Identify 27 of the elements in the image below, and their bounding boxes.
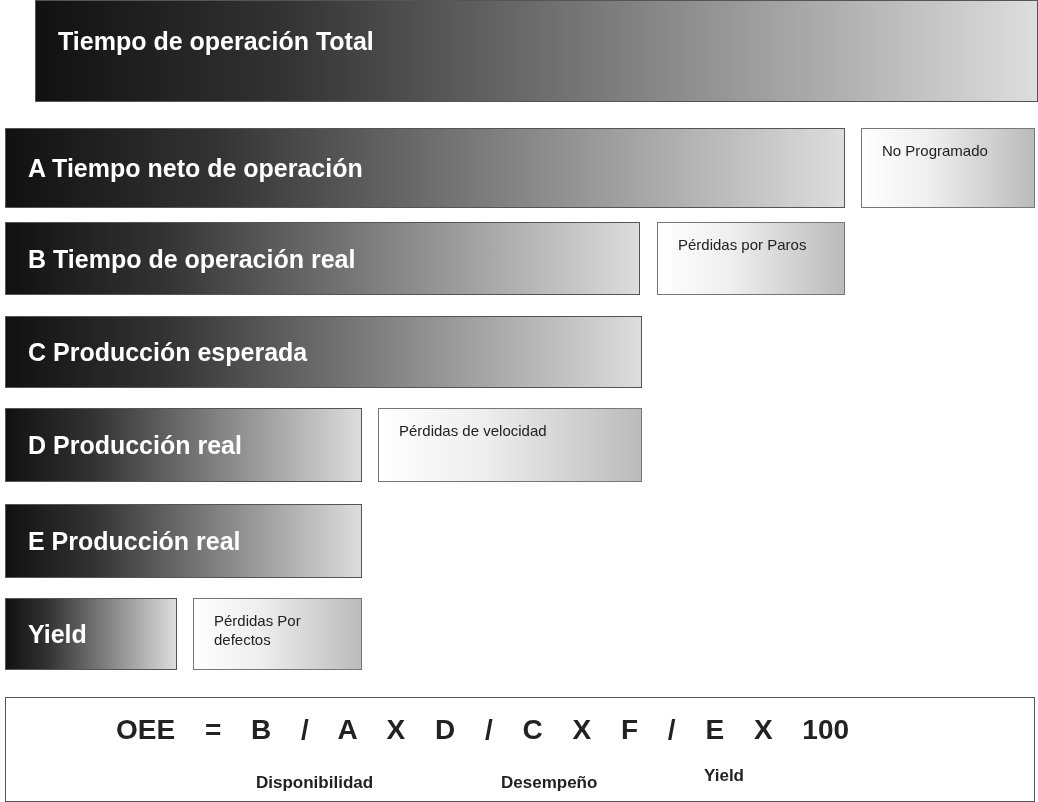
factor-label: Disponibilidad: [256, 773, 374, 793]
loss-label: No Programado: [882, 141, 989, 160]
factor-label: Yield: [704, 766, 744, 786]
loss-box: [193, 598, 362, 670]
time-bar: [5, 408, 362, 482]
time-bar: [5, 316, 642, 388]
bar-label: D Producción real: [28, 430, 242, 460]
formula-panel: [5, 697, 1035, 802]
bar-label: Tiempo de operación Total: [58, 26, 374, 56]
time-bar: [35, 0, 1038, 102]
time-bar: [5, 598, 177, 670]
loss-box: [861, 128, 1035, 208]
bar-label: E Producción real: [28, 526, 241, 556]
bar-label: Yield: [28, 619, 87, 649]
time-bar: [5, 504, 362, 578]
loss-box: [657, 222, 845, 295]
bar-label: A Tiempo neto de operación: [28, 153, 363, 183]
bar-label: C Producción esperada: [28, 337, 308, 367]
bar-label: B Tiempo de operación real: [28, 244, 356, 273]
loss-label: Pérdidas por Paros: [678, 235, 808, 254]
loss-label: Pérdidas Por defectos: [214, 611, 302, 649]
factor-label: Desempeño: [501, 773, 598, 793]
time-bar: [5, 128, 845, 208]
time-bar: [5, 222, 640, 295]
loss-label: Pérdidas de velocidad: [399, 421, 548, 440]
formula-text: OEE = B / A X D / C X F / E X 100: [116, 714, 850, 746]
loss-box: [378, 408, 642, 482]
